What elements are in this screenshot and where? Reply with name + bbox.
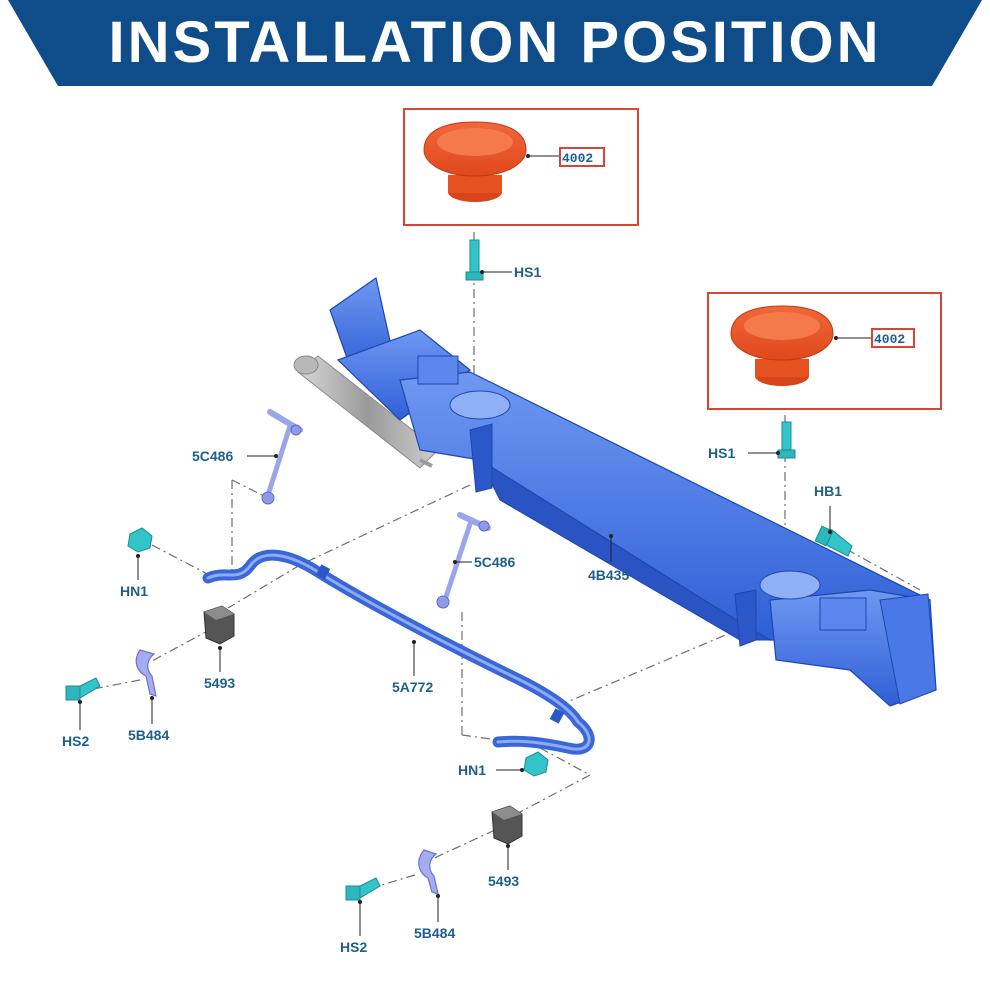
label-crossmember: 4B435 — [588, 567, 629, 583]
label-stabilizer-bar: 5A772 — [392, 679, 433, 695]
bolt-hs1-right — [777, 421, 796, 459]
nut-hn1-left — [127, 527, 153, 553]
mount-right — [730, 305, 834, 386]
label-bushing-left: 5493 — [204, 675, 235, 691]
mount-top — [423, 121, 527, 202]
bolt-hs2-left — [65, 677, 101, 701]
label-bracket-left: 5B484 — [128, 727, 169, 743]
label-hn1-left: HN1 — [120, 583, 148, 599]
label-link-left: 5C486 — [192, 448, 233, 464]
crossmember — [329, 276, 937, 707]
label-bushing-bottom: 5493 — [488, 873, 519, 889]
bushing-left — [203, 605, 235, 645]
label-hs1-right: HS1 — [708, 445, 735, 461]
highlight-box-right — [707, 292, 942, 410]
leader-lines — [78, 270, 832, 936]
label-hs1-top: HS1 — [514, 264, 541, 280]
callout-labels: 4002 4002 HS1 HS1 HB1 5C486 5C486 4B435 … — [62, 151, 905, 955]
bolt-hs1-top — [465, 239, 484, 281]
bracket-left — [135, 649, 157, 697]
title-banner: INSTALLATION POSITION — [0, 0, 990, 88]
label-bracket-bottom: 5B484 — [414, 925, 455, 941]
label-hn1-bottom: HN1 — [458, 762, 486, 778]
banner-shape — [8, 0, 982, 86]
banner-title: INSTALLATION POSITION — [108, 10, 882, 75]
bracket-bottom — [418, 849, 439, 895]
stabilizer-link-left — [261, 409, 303, 505]
bolt-hs2-bottom — [345, 877, 381, 901]
bushing-bottom — [491, 805, 523, 845]
label-link-center: 5C486 — [474, 554, 515, 570]
label-mount-right: 4002 — [874, 332, 905, 347]
nut-hn1-bottom — [523, 751, 549, 777]
highlight-box-top — [403, 108, 639, 226]
label-mount-top: 4002 — [562, 151, 593, 166]
stabilizer-bar — [202, 549, 595, 755]
label-hs2-bottom: HS2 — [340, 939, 367, 955]
label-hb1: HB1 — [814, 483, 842, 499]
label-hs2-left: HS2 — [62, 733, 89, 749]
